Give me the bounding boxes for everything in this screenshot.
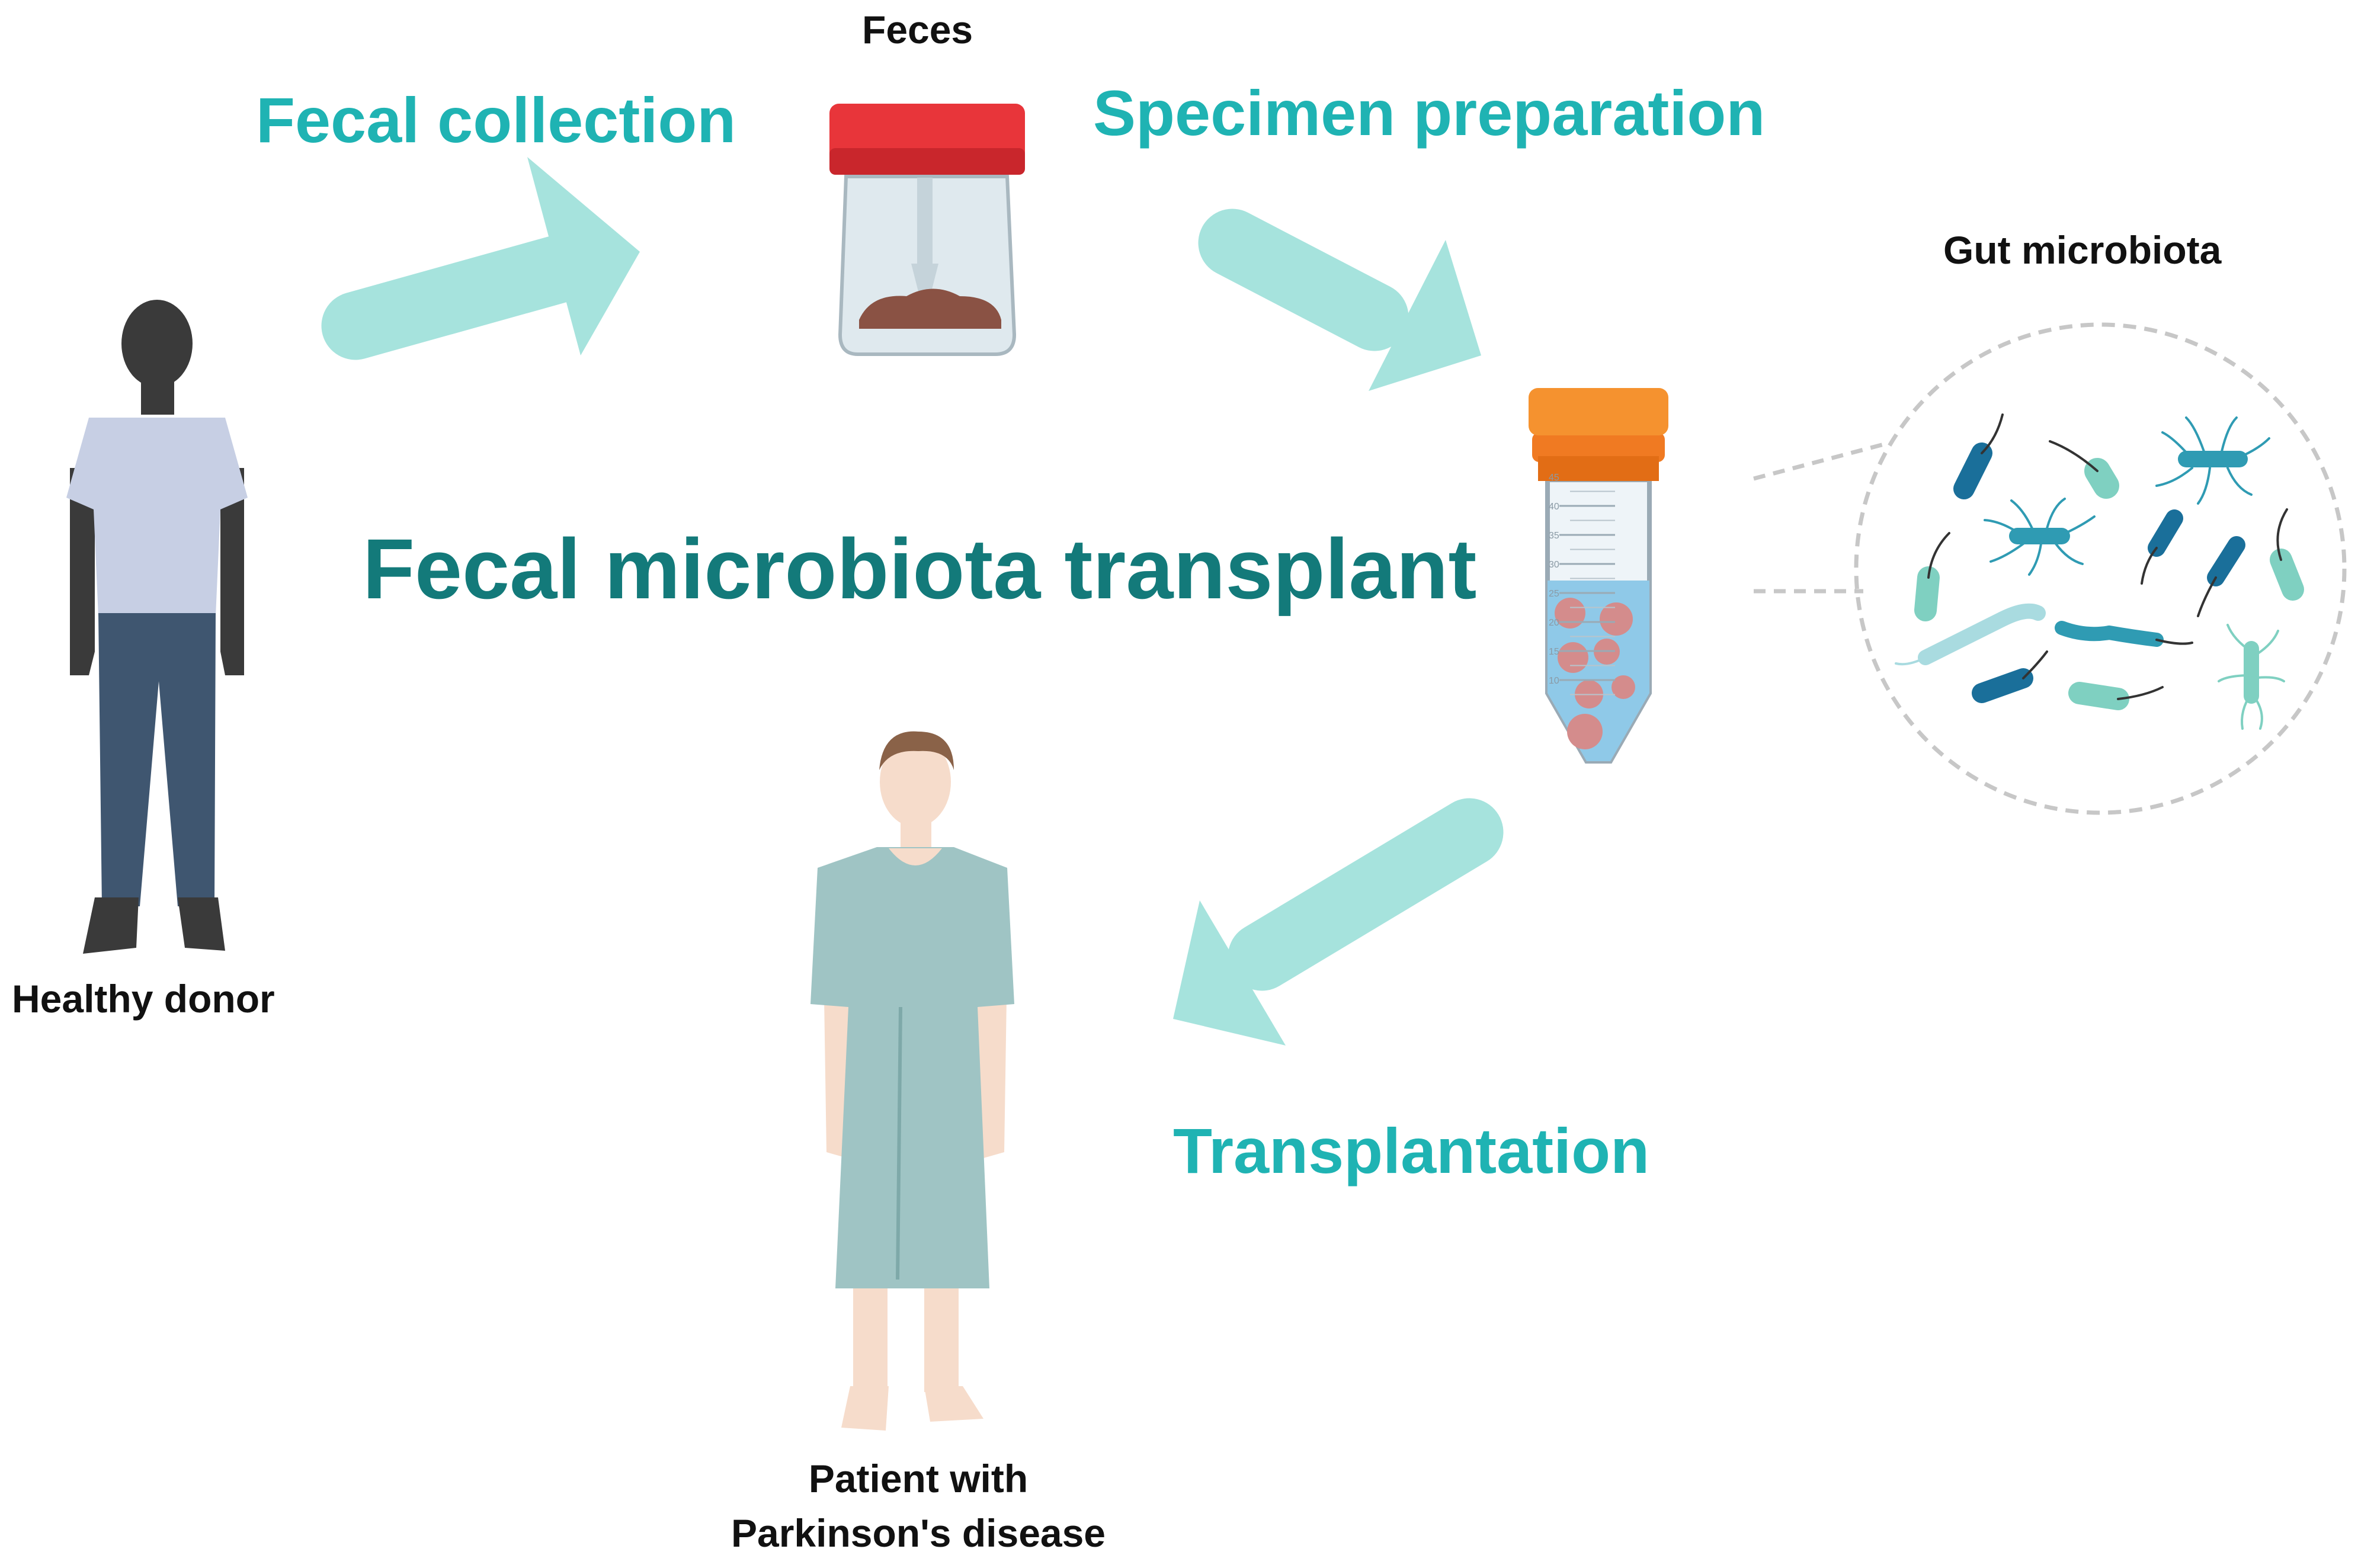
gut-microbiota-circle: [1753, 322, 2347, 815]
healthy-donor-figure: [66, 300, 248, 954]
tube-graduation-label: 30: [1549, 560, 1559, 570]
patient-label-line1: Patient with: [808, 1457, 1029, 1500]
tube-graduation-label: 15: [1549, 647, 1559, 657]
feces-jar-icon: [829, 104, 1025, 356]
arrow-transplantation: [1173, 798, 1504, 1046]
tube-graduation-label: 20: [1549, 618, 1559, 628]
bacteria-group: [1895, 413, 2304, 730]
step-specimen-preparation-label: Specimen preparation: [1093, 77, 1766, 149]
feces-label: Feces: [862, 8, 973, 52]
step-transplantation-label: Transplantation: [1173, 1115, 1650, 1187]
arrow-fecal-collection: [321, 157, 640, 360]
patient-label-line2: Parkinson's disease: [731, 1511, 1106, 1555]
tube-graduation-label: 10: [1549, 676, 1559, 686]
diagram-title: Fecal microbiota transplant: [363, 521, 1477, 617]
tube-graduation-label: 35: [1549, 531, 1559, 541]
tube-graduation-labels: 45 40 35 30 25 20 15 10: [1549, 473, 1559, 686]
healthy-donor-label: Healthy donor: [12, 977, 275, 1021]
arrow-specimen-preparation: [1198, 209, 1481, 391]
gut-microbiota-label: Gut microbiota: [1943, 228, 2222, 272]
specimen-tube-icon: [1529, 388, 1668, 764]
patient-label: Patient with Parkinson's disease: [705, 1451, 1132, 1560]
patient-figure: [810, 731, 1014, 1431]
step-fecal-collection-label: Fecal collection: [256, 84, 736, 156]
tube-graduation-label: 45: [1549, 473, 1559, 483]
tube-graduation-label: 40: [1549, 502, 1559, 512]
tube-graduation-label: 25: [1549, 589, 1559, 599]
